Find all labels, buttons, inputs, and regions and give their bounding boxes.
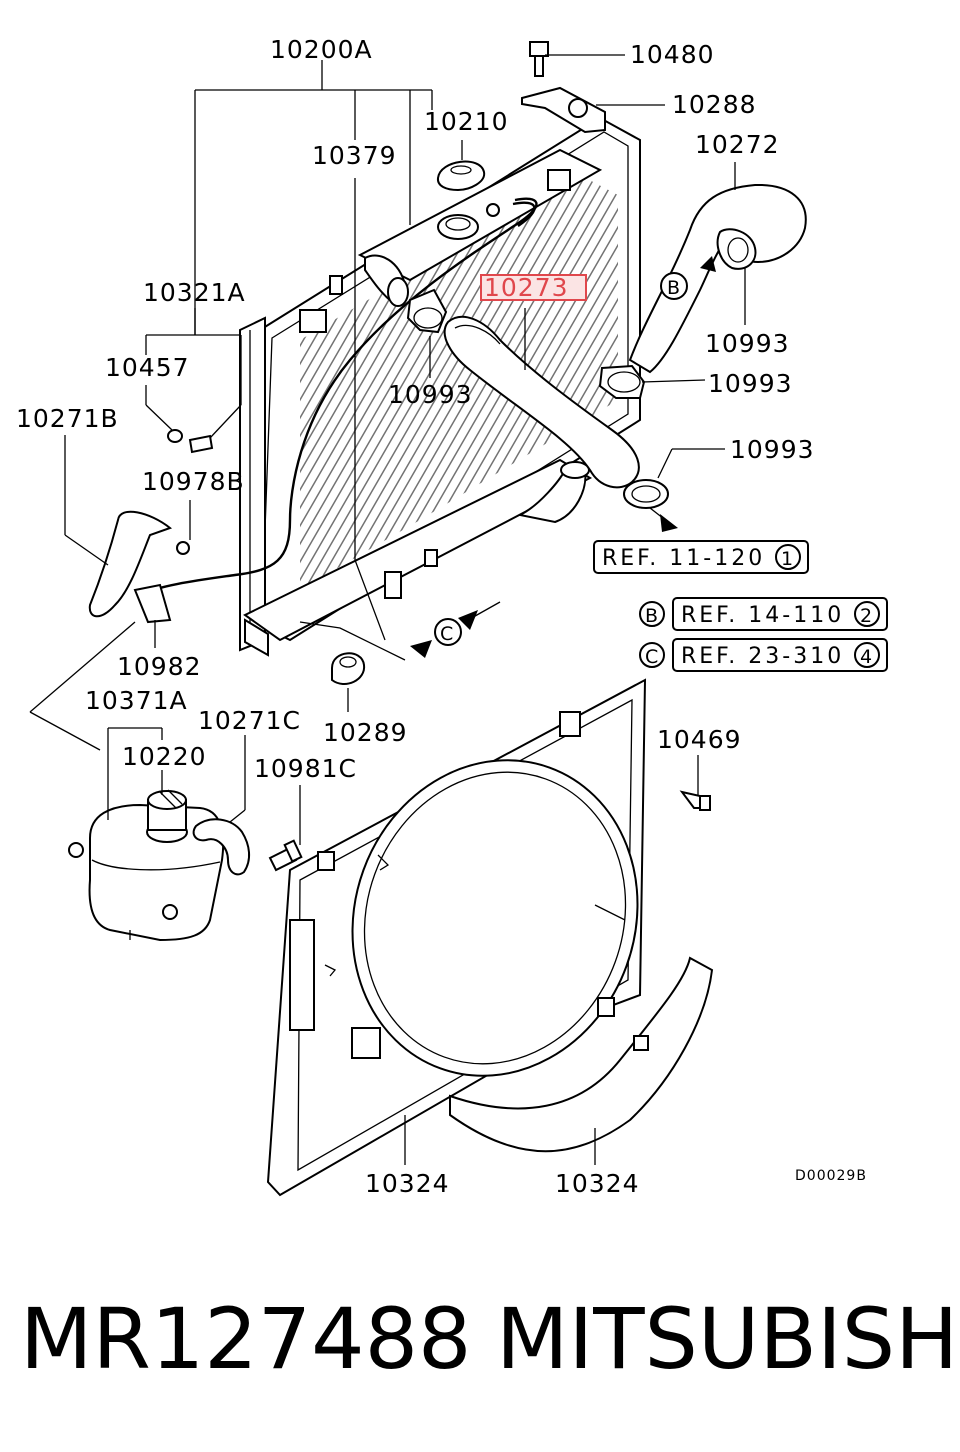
callout-10379: 10379 xyxy=(312,141,397,170)
callout-10321a: 10321A xyxy=(143,278,246,307)
callout-10200a: 10200A xyxy=(270,35,373,64)
reference-3: C REF. 23-310 4 xyxy=(639,638,888,672)
clip-10457 xyxy=(167,429,214,454)
fan-shroud-lower xyxy=(449,956,714,1153)
reference-2-num: 2 xyxy=(860,605,872,627)
callout-10324-left: 10324 xyxy=(365,1169,450,1198)
reference-3-num: 4 xyxy=(860,646,872,668)
brand-name: MITSUBISHI xyxy=(496,1290,960,1388)
reservoir-hose-b xyxy=(88,510,190,624)
radiator-core xyxy=(239,116,641,657)
fan-shroud xyxy=(266,678,647,1197)
callout-10272: 10272 xyxy=(695,130,780,159)
callout-10210: 10210 xyxy=(424,107,509,136)
radiator-upper-bracket xyxy=(521,86,606,134)
reference-3-text: REF. 23-310 xyxy=(681,644,844,669)
marker-b: B xyxy=(667,277,680,299)
overflow-hose xyxy=(139,197,538,597)
callout-10469: 10469 xyxy=(657,725,742,754)
reference-2-marker: B xyxy=(645,605,658,627)
hose-10272 xyxy=(628,183,807,374)
callout-10981c: 10981C xyxy=(254,754,357,783)
callout-10457: 10457 xyxy=(105,353,190,382)
reservoir-cap xyxy=(146,789,188,843)
callout-10993-mid: 10993 xyxy=(388,380,473,409)
hose-clamp-lower xyxy=(623,479,678,532)
callout-10371a: 10371A xyxy=(85,686,188,715)
callout-labels: 10200A 10480 10288 10210 10379 10272 103… xyxy=(16,35,815,1198)
flow-arrows-c xyxy=(299,601,501,661)
bolt-10469 xyxy=(679,790,711,811)
callout-10220: 10220 xyxy=(122,742,207,771)
callout-10273: 10273 xyxy=(484,273,569,302)
reference-2-text: REF. 14-110 xyxy=(681,603,844,628)
grommet-10289 xyxy=(331,652,366,685)
callout-10324-right: 10324 xyxy=(555,1169,640,1198)
leader-lines xyxy=(29,54,746,1165)
upper-radiator-hose-10273 xyxy=(443,315,640,489)
callout-10289: 10289 xyxy=(323,718,408,747)
radiator-cap xyxy=(436,160,486,192)
reservoir-hose-c xyxy=(192,818,250,876)
radiator-exploded-view: 10200A 10480 10288 10210 10379 10272 103… xyxy=(16,35,888,1198)
callout-10978b: 10978B xyxy=(142,467,245,496)
callout-10480: 10480 xyxy=(630,40,715,69)
highlight-box xyxy=(480,274,587,301)
reference-1: REF. 11-120 1 xyxy=(593,540,809,574)
reference-3-marker: C xyxy=(645,646,658,668)
diagram-code: D00029B xyxy=(795,1168,867,1184)
callout-10993-low: 10993 xyxy=(730,435,815,464)
callout-10982: 10982 xyxy=(117,652,202,681)
callout-10993-top: 10993 xyxy=(705,329,790,358)
hose-clamp-mid xyxy=(598,364,646,399)
reference-1-text: REF. 11-120 xyxy=(602,546,765,571)
callout-10271c: 10271C xyxy=(198,706,301,735)
marker-c: C xyxy=(440,623,453,645)
callout-10288: 10288 xyxy=(672,90,757,119)
reference-2: B REF. 14-110 2 xyxy=(639,597,888,631)
callout-10993-right: 10993 xyxy=(708,369,793,398)
reservoir-tank xyxy=(68,803,225,942)
footer: MR127488 MITSUBISHI xyxy=(0,1290,960,1400)
bolt-10480 xyxy=(529,41,549,77)
bolt-10981c xyxy=(268,839,303,872)
part-number: MR127488 xyxy=(20,1290,472,1388)
reference-1-num: 1 xyxy=(781,548,793,570)
callout-10271b: 10271B xyxy=(16,404,119,433)
flow-markers: B C xyxy=(434,272,688,646)
reference-list: REF. 11-120 1 B REF. 14-110 2 C REF. 23-… xyxy=(593,540,888,672)
hose-clamp-upper-left xyxy=(406,288,448,334)
